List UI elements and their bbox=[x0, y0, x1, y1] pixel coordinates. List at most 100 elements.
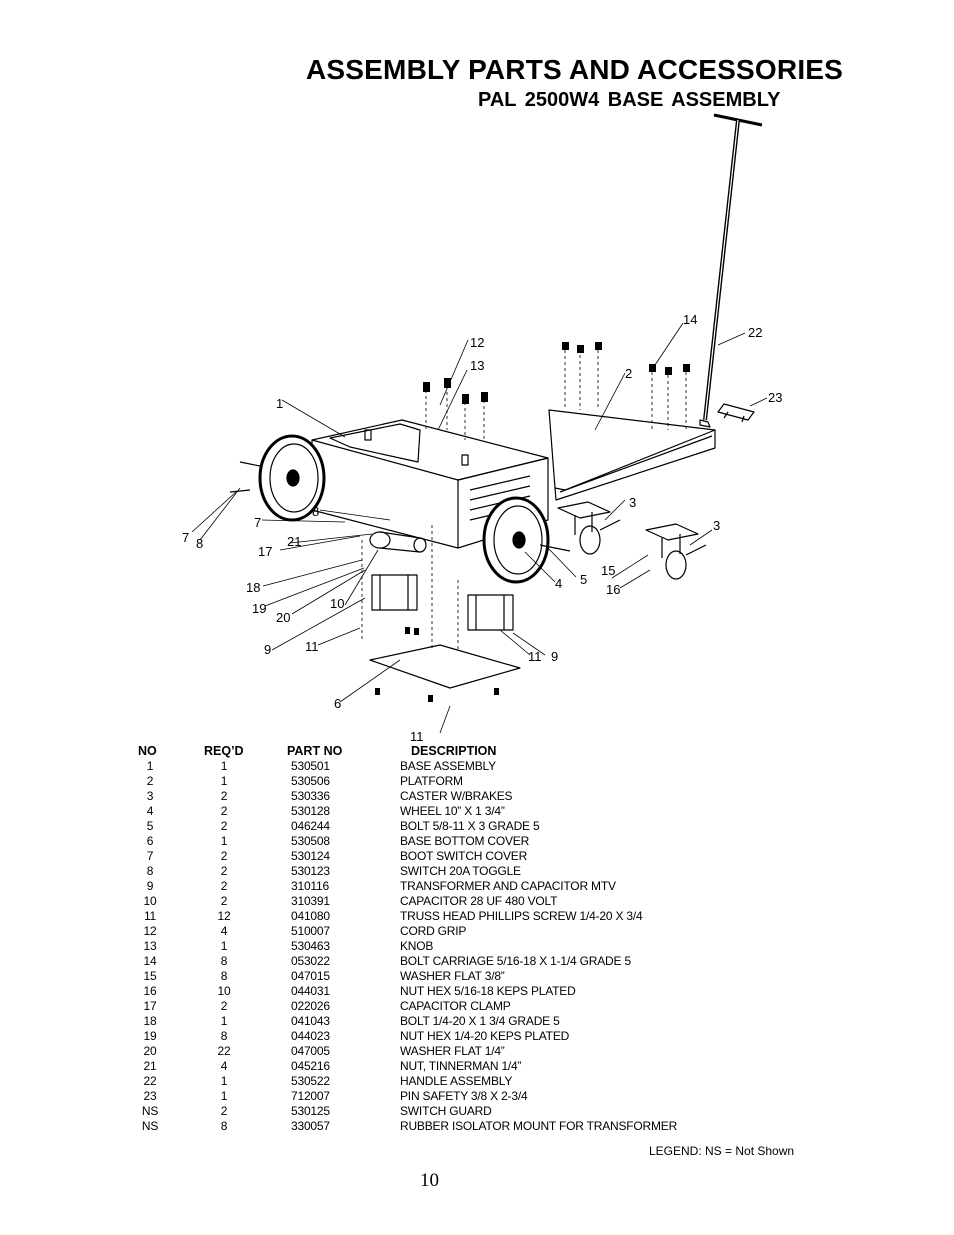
callout-3a: 3 bbox=[629, 495, 636, 510]
cell-no: 3 bbox=[146, 789, 154, 803]
transformer-drawing-right bbox=[467, 594, 514, 631]
cell-description: CAPACITOR 28 UF 480 VOLT bbox=[400, 894, 558, 908]
callout-22: 22 bbox=[748, 325, 762, 340]
cell-reqd: 2 bbox=[220, 864, 228, 878]
cell-reqd: 2 bbox=[220, 819, 228, 833]
transformer-drawing-left bbox=[371, 574, 418, 611]
header-reqd: REQ’D bbox=[204, 744, 244, 758]
cell-reqd: 8 bbox=[220, 1119, 228, 1133]
caster-drawing-left bbox=[557, 501, 621, 555]
cell-description: NUT HEX 5/16-18 KEPS PLATED bbox=[400, 984, 576, 998]
cell-part-no: 530501 bbox=[291, 759, 330, 773]
cell-reqd: 1 bbox=[220, 1074, 228, 1088]
cell-part-no: 047015 bbox=[291, 969, 330, 983]
callout-14: 14 bbox=[683, 312, 697, 327]
cell-description: CAPACITOR CLAMP bbox=[400, 999, 511, 1013]
cell-no: 12 bbox=[143, 924, 157, 938]
cell-reqd: 2 bbox=[220, 879, 228, 893]
cell-no: 21 bbox=[143, 1059, 157, 1073]
callout-8b: 8 bbox=[196, 536, 203, 551]
exploded-assembly-diagram: 1 2 3 3 4 5 6 7 7 8 8 9 9 10 11 11 11 12… bbox=[182, 113, 782, 744]
cell-reqd: 1 bbox=[220, 774, 228, 788]
cell-part-no: 045216 bbox=[291, 1059, 330, 1073]
cell-part-no: 530506 bbox=[291, 774, 330, 788]
cell-no: 23 bbox=[143, 1089, 157, 1103]
cell-reqd: 2 bbox=[220, 789, 228, 803]
cell-reqd: 8 bbox=[220, 954, 228, 968]
cell-reqd: 8 bbox=[220, 969, 228, 983]
callout-18: 18 bbox=[246, 580, 260, 595]
header-description: DESCRIPTION bbox=[411, 744, 497, 758]
callout-9b: 9 bbox=[551, 649, 558, 664]
callout-23: 23 bbox=[768, 390, 782, 405]
cell-no: 9 bbox=[146, 879, 154, 893]
cell-reqd: 1 bbox=[220, 1089, 228, 1103]
cell-no: 17 bbox=[143, 999, 157, 1013]
callout-11b: 11 bbox=[528, 649, 542, 664]
cell-part-no: 530123 bbox=[291, 864, 330, 878]
cell-description: SWITCH GUARD bbox=[400, 1104, 492, 1118]
cell-description: WASHER FLAT 1/4” bbox=[400, 1044, 505, 1058]
cell-no: 4 bbox=[146, 804, 154, 818]
cell-part-no: 530124 bbox=[291, 849, 330, 863]
cell-part-no: 041080 bbox=[291, 909, 330, 923]
callout-21: 21 bbox=[287, 534, 301, 549]
callout-17: 17 bbox=[258, 544, 272, 559]
cell-part-no: 044023 bbox=[291, 1029, 330, 1043]
cell-description: PLATFORM bbox=[400, 774, 463, 788]
cell-description: BOLT 1/4-20 X 1 3/4 GRADE 5 bbox=[400, 1014, 560, 1028]
callout-3b: 3 bbox=[713, 518, 720, 533]
callout-4: 4 bbox=[555, 576, 562, 591]
platform-drawing bbox=[548, 409, 716, 501]
cell-reqd: 2 bbox=[220, 849, 228, 863]
page-subtitle: PAL 2500W4 BASE ASSEMBLY bbox=[478, 89, 781, 111]
cell-reqd: 2 bbox=[220, 894, 228, 908]
capacitor-drawing bbox=[369, 531, 427, 553]
callout-1: 1 bbox=[276, 396, 283, 411]
cell-reqd: 2 bbox=[220, 1104, 228, 1118]
callout-13: 13 bbox=[470, 358, 484, 373]
header-part-no: PART NO bbox=[287, 744, 343, 758]
callout-6: 6 bbox=[334, 696, 341, 711]
cell-no: 13 bbox=[143, 939, 157, 953]
cell-reqd: 2 bbox=[220, 804, 228, 818]
callout-10: 10 bbox=[330, 596, 344, 611]
cell-description: TRANSFORMER AND CAPACITOR MTV bbox=[400, 879, 616, 893]
cell-reqd: 2 bbox=[220, 999, 228, 1013]
cell-part-no: 530522 bbox=[291, 1074, 330, 1088]
cell-part-no: 330057 bbox=[291, 1119, 330, 1133]
cell-part-no: 053022 bbox=[291, 954, 330, 968]
callout-16: 16 bbox=[606, 582, 620, 597]
cell-reqd: 1 bbox=[220, 939, 228, 953]
cell-no: 7 bbox=[146, 849, 154, 863]
cell-description: WASHER FLAT 3/8” bbox=[400, 969, 505, 983]
cell-reqd: 8 bbox=[220, 1029, 228, 1043]
cell-reqd: 10 bbox=[217, 984, 231, 998]
cell-description: TRUSS HEAD PHILLIPS SCREW 1/4-20 X 3/4 bbox=[400, 909, 643, 923]
cell-part-no: 510007 bbox=[291, 924, 330, 938]
cell-description: SWITCH 20A TOGGLE bbox=[400, 864, 521, 878]
cell-description: HANDLE ASSEMBLY bbox=[400, 1074, 513, 1088]
cell-no: 2 bbox=[146, 774, 154, 788]
callout-15: 15 bbox=[601, 563, 615, 578]
left-wheel-drawing bbox=[229, 434, 326, 522]
callout-5: 5 bbox=[580, 572, 587, 587]
header-no: NO bbox=[138, 744, 157, 758]
